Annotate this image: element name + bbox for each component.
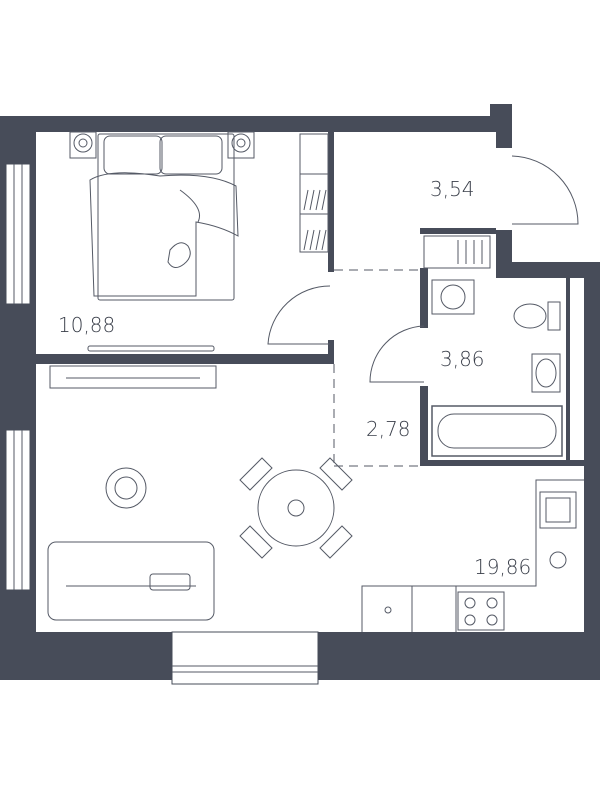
nightstand-left <box>69 131 97 159</box>
dining-table <box>239 457 353 559</box>
bathtub <box>431 405 563 457</box>
cooktop <box>457 591 505 631</box>
sofa <box>47 541 215 621</box>
sink <box>531 353 561 393</box>
area-label-bathroom: 3,86 <box>440 347 485 371</box>
wardrobe <box>299 133 329 253</box>
area-label-kitchen-living: 19,86 <box>474 555 531 579</box>
nightstand-right <box>227 131 255 159</box>
kitchen-counter <box>361 479 584 632</box>
tv-unit <box>49 365 217 389</box>
bedroom-tv <box>87 345 215 352</box>
area-label-bedroom: 10,88 <box>58 313 115 337</box>
area-label-corridor: 2,78 <box>366 417 411 441</box>
coffee-table <box>105 467 147 509</box>
bed <box>89 133 239 301</box>
windows <box>5 163 319 685</box>
shoe-rack <box>423 235 491 269</box>
toilet <box>513 301 561 331</box>
area-label-hallway: 3,54 <box>430 177 475 201</box>
washing-machine <box>431 279 475 315</box>
doors <box>267 155 579 383</box>
zone-dividers <box>333 269 420 467</box>
